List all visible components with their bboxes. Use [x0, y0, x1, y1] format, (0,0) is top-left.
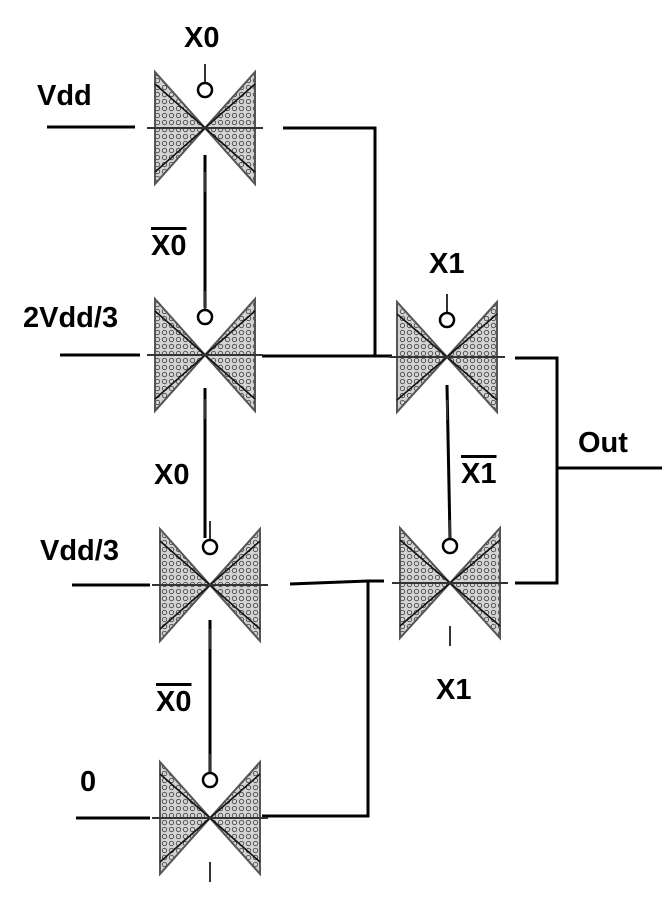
- 2vdd3-label: 2Vdd/3: [23, 302, 119, 334]
- x1-top-label: X1: [429, 248, 465, 280]
- inverter-bubble-icon: [196, 81, 214, 99]
- output-merge-wire: [515, 356, 559, 585]
- x0-bar-label-2: X0: [156, 686, 192, 718]
- x1-bottom-label: X1: [436, 674, 472, 706]
- x1-bar-label: X1: [461, 458, 497, 490]
- x0-top-label: X0: [184, 22, 220, 54]
- vdd-label: Vdd: [37, 80, 92, 112]
- transmission-gate-icon: [147, 291, 263, 419]
- x0-bar-label-1: X0: [151, 230, 187, 262]
- vdd3-label: Vdd/3: [40, 535, 119, 567]
- transmission-gate-icon: [147, 64, 263, 192]
- tg3-output-wire: [289, 579, 384, 586]
- transmission-gate-icon: [392, 520, 508, 646]
- transmission-gate-icon: [152, 754, 268, 882]
- inverter-bubble-icon: [441, 537, 459, 555]
- transmission-gate-icon: [389, 294, 505, 420]
- zero-label: 0: [80, 766, 97, 798]
- inverter-bubble-icon: [196, 308, 214, 326]
- inverter-bubble-icon: [438, 311, 456, 329]
- inverter-bubble-icon: [201, 771, 219, 789]
- tg4-output-wire: [262, 581, 370, 818]
- tg1-output-wire: [283, 126, 377, 357]
- inverter-bubble-icon: [201, 538, 219, 556]
- transmission-gate-icon: [152, 521, 268, 649]
- out-label: Out: [578, 427, 628, 459]
- x0-mid-label: X0: [154, 459, 190, 491]
